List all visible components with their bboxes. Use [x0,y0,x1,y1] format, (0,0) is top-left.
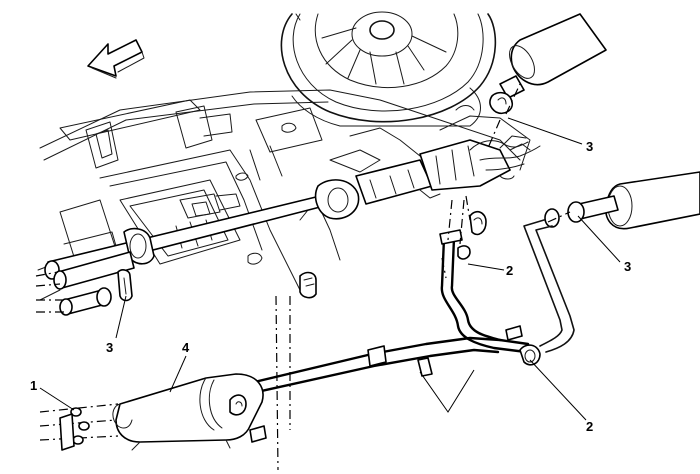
callout-4: 4 [182,340,190,355]
upper-right-muffler [487,13,607,149]
callout-3-right: 3 [624,259,631,274]
left-tailpipe-ends [35,251,135,316]
front-direction-arrow-icon [87,39,145,79]
callout-leaders [39,117,621,421]
assembly-guide-lines [419,199,475,413]
intermediate-pipe-muffler [112,336,502,451]
callout-3-upper: 3 [586,139,593,154]
rear-differential [419,135,541,199]
callout-2-lower: 2 [586,419,593,434]
callout-1: 1 [30,378,37,393]
right-rear-muffler [523,171,700,353]
center-hanger [275,271,317,471]
callout-2-upper: 2 [506,263,513,278]
spare-tire [280,11,497,127]
front-pipe-studs [39,403,119,451]
callout-3-left: 3 [106,340,113,355]
right-exhaust-pipe [439,195,541,366]
